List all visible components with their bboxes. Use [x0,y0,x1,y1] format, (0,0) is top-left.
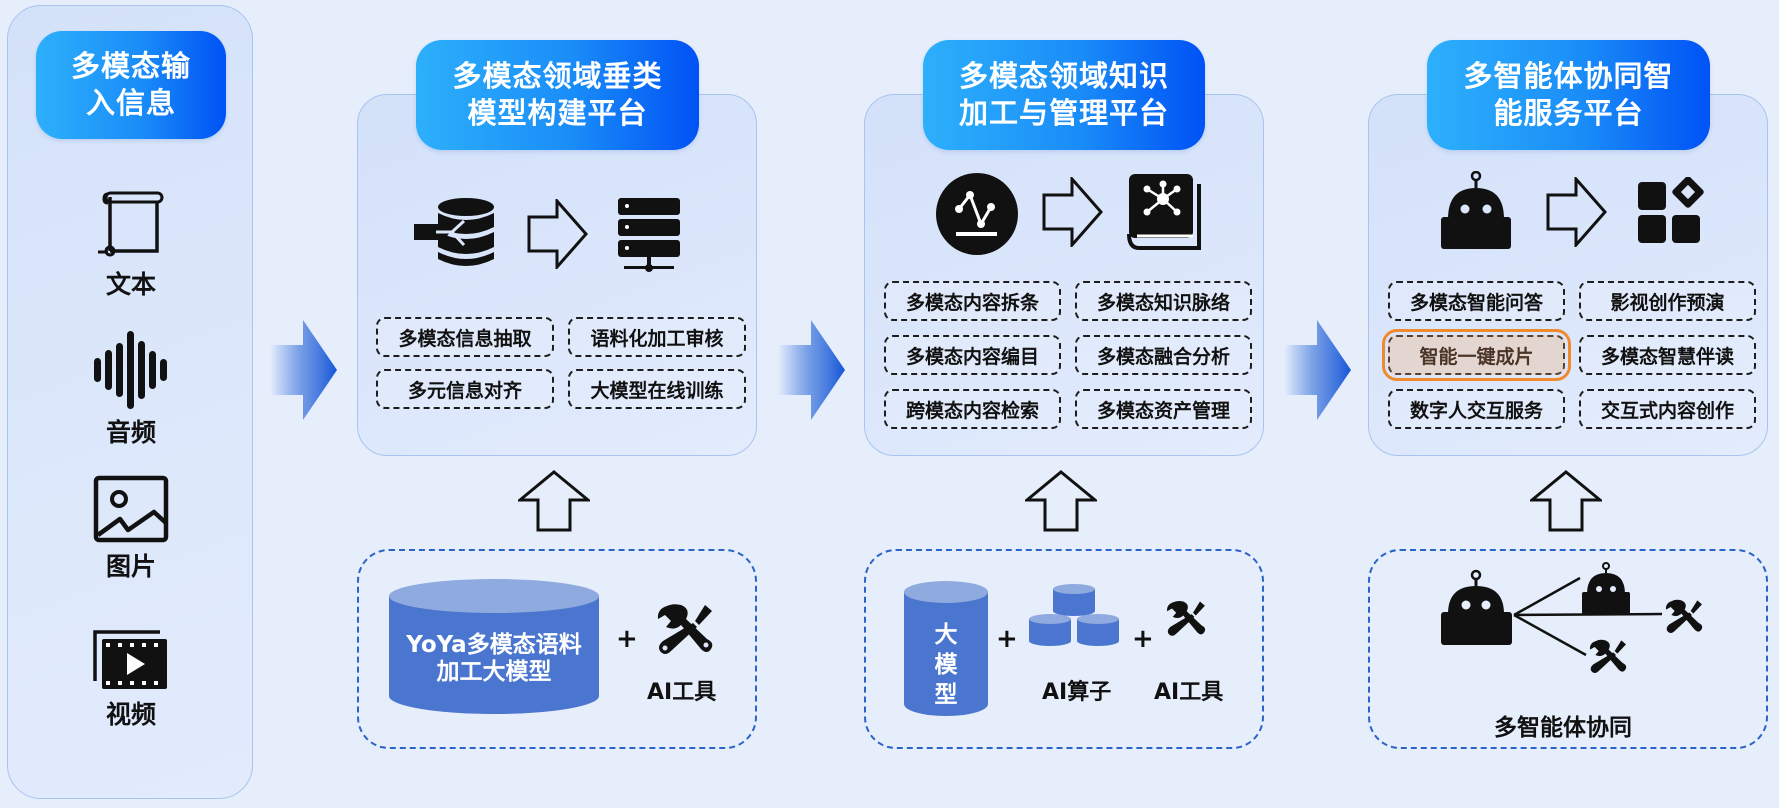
flow-arrow-2 [778,320,845,420]
input-title: 多模态输 入信息 [36,31,226,139]
platform-title-line2: 模型构建平台 [467,96,648,130]
up-arrow-3 [1530,470,1602,532]
link-line [1513,613,1587,657]
large-model-char: 大 [934,622,958,648]
sub-tool-icon [1589,639,1627,673]
capability-chip: 多模态知识脉络 [1075,281,1252,321]
large-model-char: 型 [934,682,958,708]
plus-sign: + [1132,624,1154,654]
capability-chip: 多模态内容编目 [884,335,1061,375]
link-line [1513,612,1663,617]
multi-agent-collaboration-diagram [1441,562,1703,673]
platform-title-line2: 能服务平台 [1493,96,1644,130]
input-item-video: 视频 [8,629,254,731]
capability-chip: 多模态智能问答 [1388,281,1565,321]
database-import-icon [414,198,494,266]
capability-chip: 语料化加工审核 [568,317,746,357]
input-title-line1: 多模态输 [70,49,191,83]
corpus-model-label-line2: 加工大模型 [436,659,552,685]
capability-chip: 跨模态内容检索 [884,389,1061,429]
input-label-text: 文本 [105,270,156,299]
outline-arrow-right-icon [1546,177,1607,247]
platform2-foundation-box [864,549,1264,749]
outline-arrow-right-icon [1042,177,1103,247]
image-icon [93,475,169,543]
capability-chip: 多模态资产管理 [1075,389,1252,429]
multi-agent-label: 多智能体协同 [1494,715,1632,741]
apps-grid-icon [1638,177,1704,243]
platform3-foundation-box [1368,549,1768,749]
robot-icon [1441,171,1511,249]
capability-chip: 大模型在线训练 [568,369,746,409]
ai-operator-label: AI算子 [1042,680,1112,705]
corpus-model-cylinder [389,579,599,714]
analytics-circle-icon [936,173,1018,255]
outline-arrow-right-icon [527,199,588,269]
platform-title-knowledge-management: 多模态领域知识 加工与管理平台 [923,40,1205,150]
platform1-foundation-box [357,549,757,749]
platform-title-line1: 多智能体协同智 [1463,59,1674,93]
audio-waveform-icon [94,331,167,409]
video-film-icon [93,630,167,689]
large-model-char: 模 [934,652,958,678]
capability-chip: 数字人交互服务 [1388,389,1565,429]
capability-chip: 多模态智慧伴读 [1579,335,1756,375]
input-column: 多模态输 入信息 文本 音频 [7,5,253,799]
plus-sign: + [996,624,1018,654]
platform2-capability-grid: 多模态内容拆条 多模态知识脉络 多模态内容编目 多模态融合分析 跨模态内容检索 … [884,281,1252,429]
large-model-label: 大 模 型 [903,620,989,710]
corpus-model-label: YoYa多模态语料 加工大模型 [388,632,600,686]
capability-chip: 多元信息对齐 [376,369,554,409]
platform3-capability-grid: 多模态智能问答 影视创作预演 智能一键成片 多模态智慧伴读 数字人交互服务 交互… [1382,281,1756,429]
flow-arrow-1 [270,320,337,420]
link-line [1513,576,1581,617]
input-title-line2: 入信息 [85,86,176,120]
platform1-capability-grid: 多模态信息抽取 语料化加工审核 多元信息对齐 大模型在线训练 [376,317,746,409]
platform-title-line1: 多模态领域知识 [958,59,1169,93]
sub-tool-icon [1665,599,1703,633]
capability-chip: 影视创作预演 [1579,281,1756,321]
plus-sign: + [616,624,638,654]
ai-tool-label: AI工具 [1154,680,1224,705]
large-model-cylinder [904,581,988,716]
knowledge-graph-book-icon [1127,174,1201,250]
up-arrow-2 [1025,470,1097,532]
input-label-video: 视频 [105,700,156,729]
input-item-audio: 音频 [8,331,254,449]
input-label-audio: 音频 [105,418,156,447]
ai-operator-stack-icon [1029,584,1119,646]
platform-title-multi-agent-service: 多智能体协同智 能服务平台 [1427,40,1710,150]
capability-chip-highlighted: 智能一键成片 [1382,329,1571,381]
input-label-image: 图片 [105,552,156,581]
input-item-image: 图片 [8,475,254,583]
sub-robot-icon [1582,562,1630,614]
ai-tool-wrench-screwdriver-icon [1167,600,1206,636]
main-robot-icon [1441,569,1512,645]
capability-chip: 多模态融合分析 [1075,335,1252,375]
server-network-icon [618,198,680,272]
platform-title-line2: 加工与管理平台 [958,96,1169,130]
scroll-document-icon [98,191,164,257]
flow-arrow-3 [1284,320,1351,420]
up-arrow-1 [518,470,590,532]
platform-title-line1: 多模态领域垂类 [452,59,663,93]
ai-tool-wrench-screwdriver-icon [657,604,713,654]
capability-chip: 交互式内容创作 [1579,389,1756,429]
platform-title-model-building: 多模态领域垂类 模型构建平台 [416,40,699,150]
ai-tool-label: AI工具 [647,680,717,705]
capability-chip: 多模态内容拆条 [884,281,1061,321]
input-item-text: 文本 [8,189,254,301]
capability-chip: 多模态信息抽取 [376,317,554,357]
corpus-model-label-line1: YoYa多模态语料 [406,632,582,658]
